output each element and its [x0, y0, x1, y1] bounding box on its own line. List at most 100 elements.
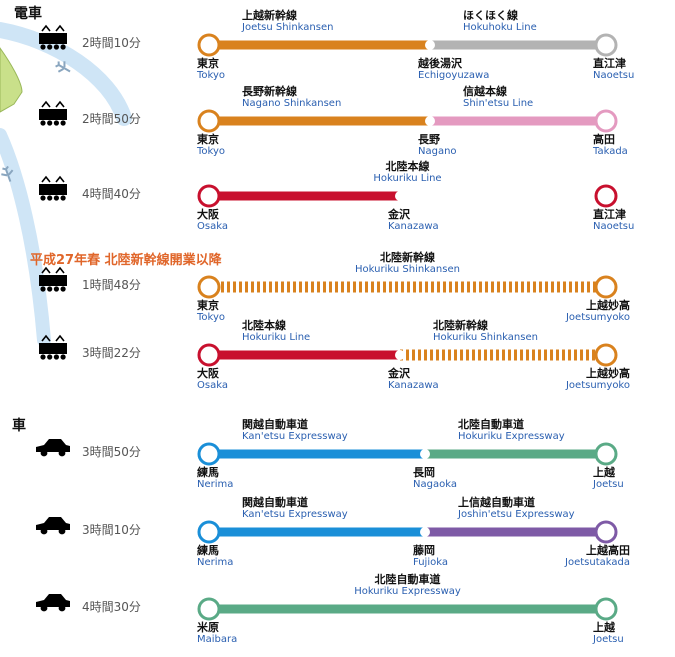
station-transfer-marker [420, 449, 430, 459]
station-end-marker [594, 184, 618, 208]
line-name-en: Hokuriku Shinkansen [433, 332, 538, 343]
station-name-en: Maibara [197, 634, 238, 645]
line-name-en: Hokuriku Line [242, 332, 311, 343]
station-name-jp: 大阪 [197, 367, 219, 380]
station-name-en: Joetsutakada [565, 557, 630, 568]
station-name-en: Tokyo [197, 70, 225, 81]
flight-arc-lower [0, 128, 51, 347]
route-row [36, 594, 618, 621]
train-icon [39, 334, 67, 360]
travel-duration: 3時間50分 [82, 445, 141, 459]
line-name-en: Hokuriku Shinkansen [355, 264, 460, 275]
flight-arc [0, 22, 132, 126]
route-row [39, 24, 618, 57]
car-icon [36, 517, 70, 535]
station-end-marker [197, 109, 221, 133]
travel-duration: 3時間22分 [82, 346, 141, 360]
station-name-en: Joetsu [593, 479, 624, 490]
travel-duration: 4時間30分 [82, 600, 141, 614]
station-name-en: Osaka [197, 221, 228, 232]
station-end-marker [594, 520, 618, 544]
station-transfer-marker [425, 40, 435, 50]
train-icon [39, 266, 67, 292]
travel-duration: 1時間48分 [82, 278, 141, 292]
airplane-icon [55, 61, 71, 73]
station-end-marker [197, 442, 221, 466]
station-name-en: Echigoyuzawa [418, 70, 490, 81]
station-end-marker [197, 184, 221, 208]
station-name-jp: 練馬 [197, 466, 219, 479]
route-row [36, 517, 618, 544]
line-name-en: Kan'etsu Expressway [242, 431, 348, 442]
station-name-jp: 藤岡 [413, 544, 435, 557]
station-name-en: Joetsu [593, 634, 624, 645]
station-transfer-marker [425, 116, 435, 126]
station-transfer-marker [420, 527, 430, 537]
station-end-marker [197, 343, 221, 367]
station-name-en: Tokyo [197, 312, 225, 323]
line-name-jp: 北陸新幹線 [433, 319, 488, 332]
station-name-jp: 越後湯沢 [418, 57, 462, 70]
travel-duration: 3時間10分 [82, 523, 141, 537]
station-transfer-marker [395, 191, 405, 201]
station-end-marker [594, 33, 618, 57]
station-end-marker [594, 442, 618, 466]
route-row [39, 100, 618, 133]
station-name-jp: 練馬 [197, 544, 219, 557]
station-end-marker [594, 597, 618, 621]
map-region-shape [0, 47, 23, 113]
station-name-en: Naoetsu [593, 70, 635, 81]
line-name-en: Nagano Shinkansen [242, 98, 342, 109]
line-name-jp: 上越新幹線 [242, 9, 297, 22]
opening-note: 平成27年春 北陸新幹線開業以降 [30, 253, 222, 268]
station-name-en: Osaka [197, 380, 228, 391]
station-name-jp: 東京 [197, 299, 219, 312]
line-name-en: Joshin'etsu Expressway [458, 509, 575, 520]
train-icon [39, 100, 67, 126]
line-name-en: Hokuriku Expressway [458, 431, 565, 442]
train-icon [39, 175, 67, 201]
line-name-jp: ほくほく線 [463, 9, 518, 22]
line-name-jp: 北陸本線 [242, 319, 286, 332]
station-name-jp: 直江津 [593, 57, 626, 70]
travel-duration: 2時間50分 [82, 112, 141, 126]
line-name-jp: 北陸自動車道 [374, 573, 441, 586]
station-name-jp: 長野 [418, 133, 440, 146]
station-name-en: Fujioka [413, 557, 448, 568]
station-end-marker [594, 109, 618, 133]
line-name-jp: 長野新幹線 [242, 85, 297, 98]
route-row [39, 175, 618, 208]
line-name-jp: 北陸本線 [385, 160, 430, 173]
airplane-icon [1, 165, 14, 182]
station-end-marker [197, 597, 221, 621]
line-name-jp: 関越自動車道 [242, 496, 308, 509]
station-transfer-marker [395, 350, 405, 360]
route-row [39, 334, 618, 367]
station-name-en: Nerima [197, 479, 234, 490]
line-name-en: Shin'etsu Line [463, 98, 534, 109]
station-name-jp: 金沢 [388, 367, 410, 380]
station-name-en: Nerima [197, 557, 234, 568]
car-icon [36, 594, 70, 612]
station-name-en: Nagano [418, 146, 457, 157]
station-end-marker [197, 33, 221, 57]
station-name-en: Tokyo [197, 146, 225, 157]
station-end-marker [197, 520, 221, 544]
station-name-jp: 上越妙高 [586, 299, 630, 312]
line-name-jp: 北陸自動車道 [458, 418, 524, 431]
route-row [39, 266, 618, 299]
line-name-en: Hokuriku Expressway [354, 586, 461, 597]
station-name-en: Kanazawa [388, 380, 439, 391]
station-name-en: Joetsumyoko [565, 312, 630, 323]
station-name-jp: 上越高田 [586, 544, 630, 557]
station-name-jp: 東京 [197, 133, 219, 146]
travel-duration: 4時間40分 [82, 187, 141, 201]
travel-duration: 2時間10分 [82, 36, 141, 50]
line-name-en: Hokuhoku Line [463, 22, 537, 33]
station-name-jp: 東京 [197, 57, 219, 70]
route-row [36, 439, 618, 466]
line-name-jp: 北陸新幹線 [380, 251, 435, 264]
line-name-en: Joetsu Shinkansen [242, 22, 334, 33]
